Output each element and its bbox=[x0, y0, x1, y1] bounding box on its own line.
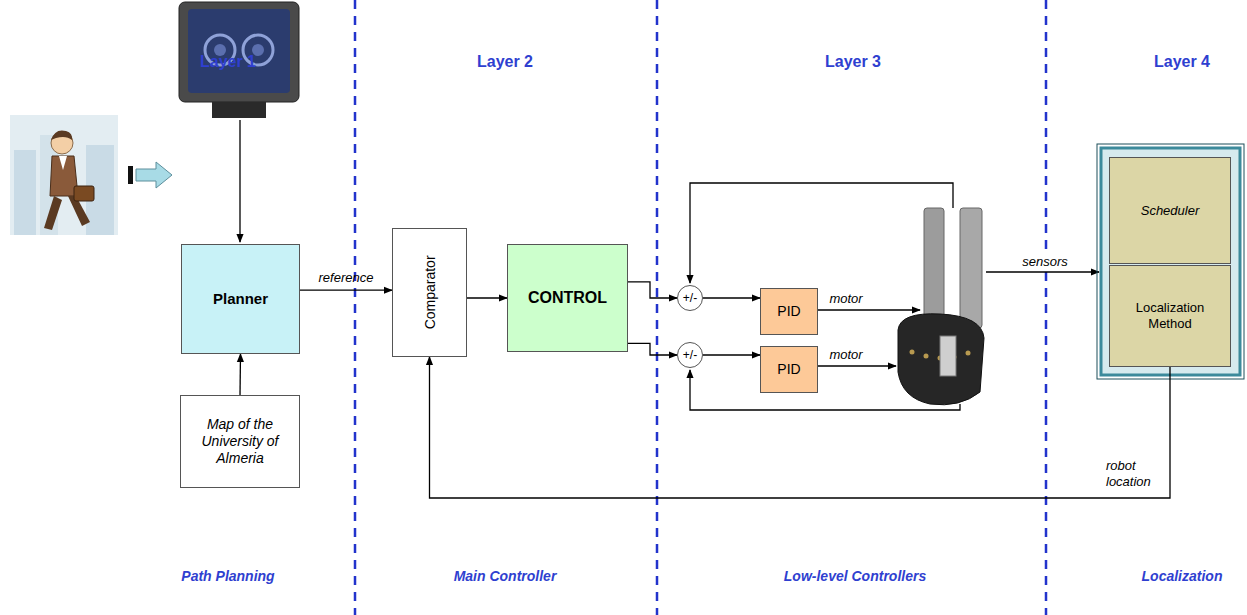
sensors-line bbox=[986, 271, 1099, 272]
node-text: PID bbox=[777, 361, 800, 378]
signal-name: sensors bbox=[1020, 254, 1070, 270]
summing-junction: +/- bbox=[677, 285, 703, 311]
connector bbox=[703, 297, 760, 298]
signal-name: motor bbox=[829, 347, 862, 363]
layer-separator bbox=[1045, 0, 1048, 615]
node-text: Comparator bbox=[421, 256, 438, 330]
connector bbox=[300, 290, 392, 291]
connector bbox=[628, 343, 677, 355]
robot-head-monitor bbox=[179, 2, 299, 118]
layer-separator bbox=[354, 0, 357, 615]
node-text: +/- bbox=[683, 291, 697, 305]
layer-heading: Layer 1 bbox=[200, 52, 256, 71]
node-text: PID bbox=[777, 303, 800, 320]
input-connector bbox=[239, 120, 240, 242]
signal-name: motor bbox=[829, 291, 862, 307]
edge-label: reference bbox=[319, 270, 374, 286]
control-box: CONTROL bbox=[507, 244, 628, 352]
comparator-box: Comparator bbox=[392, 228, 467, 357]
feedback-line bbox=[690, 183, 953, 283]
robot-wheel-illustration bbox=[898, 208, 984, 405]
motor-line bbox=[818, 365, 896, 366]
node-text: CONTROL bbox=[528, 288, 607, 307]
layer-heading: Layer 2 bbox=[477, 52, 533, 71]
map-box: Map of the University of Almeria bbox=[180, 395, 300, 488]
layer-name: Low-level Controllers bbox=[784, 568, 926, 585]
module-frame bbox=[1101, 148, 1240, 375]
node-text: Planner bbox=[213, 290, 268, 308]
node-text: +/- bbox=[683, 348, 697, 362]
layer-name: Localization bbox=[1142, 568, 1223, 585]
input-arrow bbox=[128, 162, 172, 188]
connector bbox=[467, 297, 507, 298]
motor-line bbox=[818, 309, 920, 310]
module-frame bbox=[1097, 144, 1244, 379]
summing-junction: +/- bbox=[677, 342, 703, 368]
connector bbox=[239, 354, 241, 395]
connector bbox=[628, 282, 677, 298]
scheduler-box: Scheduler bbox=[1109, 157, 1231, 264]
edge-label: robot location bbox=[1106, 458, 1164, 489]
planner-box: Planner bbox=[181, 244, 300, 354]
pid-box: PID bbox=[760, 288, 818, 335]
person-illustration bbox=[10, 115, 118, 235]
node-text: Localization Method bbox=[1114, 300, 1226, 331]
feedback-line bbox=[690, 370, 960, 410]
layer-name: Path Planning bbox=[181, 568, 274, 585]
pid-box: PID bbox=[760, 346, 818, 393]
layer-separator bbox=[656, 0, 659, 615]
layer-heading: Layer 3 bbox=[825, 52, 881, 71]
layer-heading: Layer 4 bbox=[1154, 52, 1210, 71]
connector bbox=[703, 354, 760, 355]
node-text: Map of the University of Almeria bbox=[185, 416, 295, 466]
localization-box: Localization Method bbox=[1109, 265, 1231, 367]
node-text: Scheduler bbox=[1141, 203, 1200, 219]
layer-name: Main Controller bbox=[454, 568, 557, 585]
